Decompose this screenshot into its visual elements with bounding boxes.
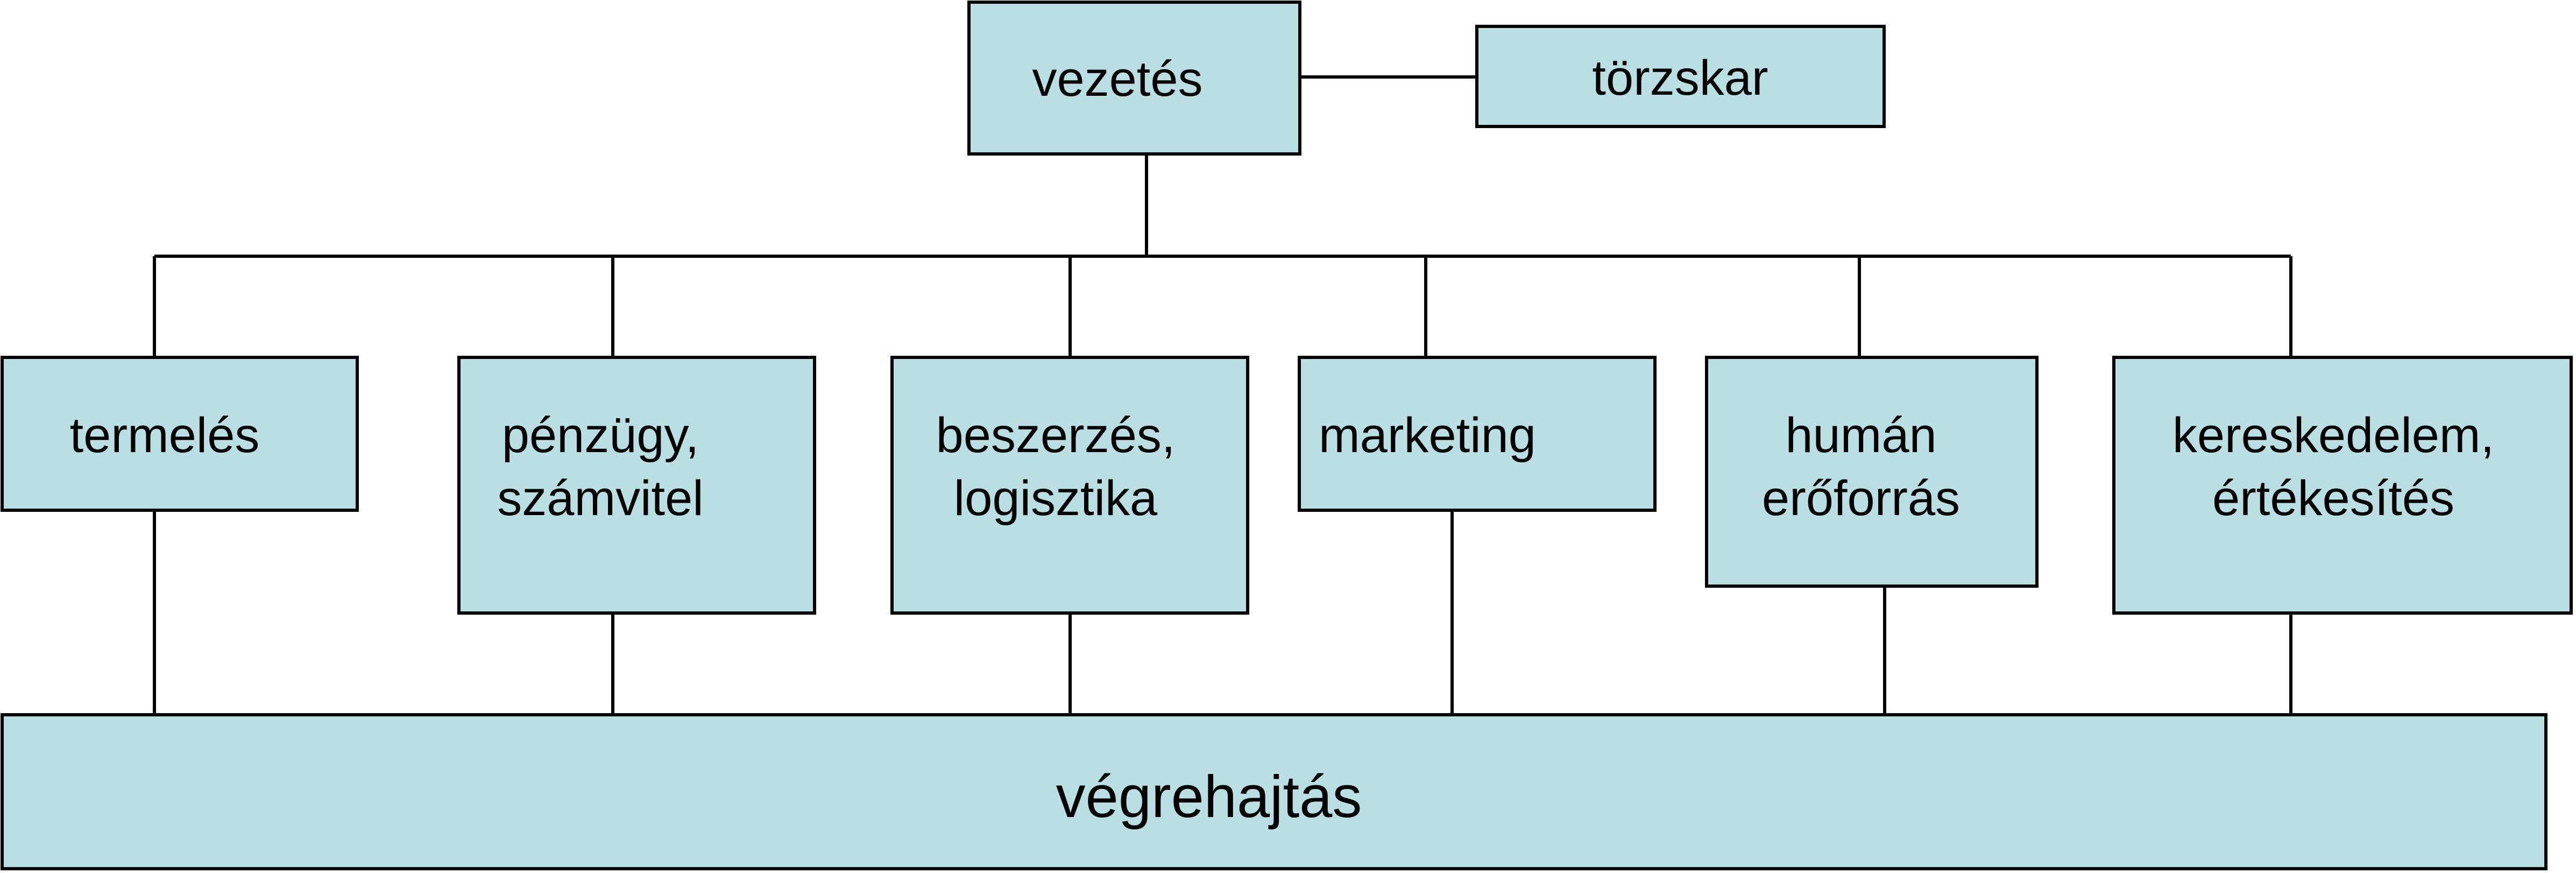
staff-box: törzskar	[1475, 25, 1886, 128]
department-label-line: marketing	[1319, 408, 1536, 463]
department-label-line: termelés	[70, 408, 260, 463]
execution-box: végrehajtás	[1, 713, 2547, 870]
department-label-line: beszerzés,	[936, 408, 1176, 463]
department-box-sales: kereskedelem, értékesítés	[2112, 356, 2573, 615]
connectors	[153, 75, 2292, 715]
execution-label: végrehajtás	[1056, 764, 1362, 830]
department-label-line: pénzügy,	[502, 408, 699, 463]
department-label-line: számvitel	[497, 471, 703, 526]
department-box-procurement: beszerzés, logisztika	[890, 356, 1249, 615]
department-label-line: kereskedelem,	[2172, 408, 2494, 463]
department-box-hr: humán erőforrás	[1705, 356, 2039, 588]
department-box-marketing: marketing	[1298, 356, 1657, 512]
leadership-box: vezetés	[967, 1, 1301, 156]
department-label-line: logisztika	[954, 471, 1158, 526]
leadership-label: vezetés	[1032, 52, 1202, 107]
department-box-production: termelés	[1, 356, 359, 512]
department-label-line: értékesítés	[2212, 471, 2454, 526]
department-box-finance: pénzügy, számvitel	[457, 356, 816, 615]
department-label-line: erőforrás	[1762, 471, 1960, 526]
staff-label: törzskar	[1592, 51, 1768, 105]
department-label-line: humán	[1785, 408, 1936, 463]
